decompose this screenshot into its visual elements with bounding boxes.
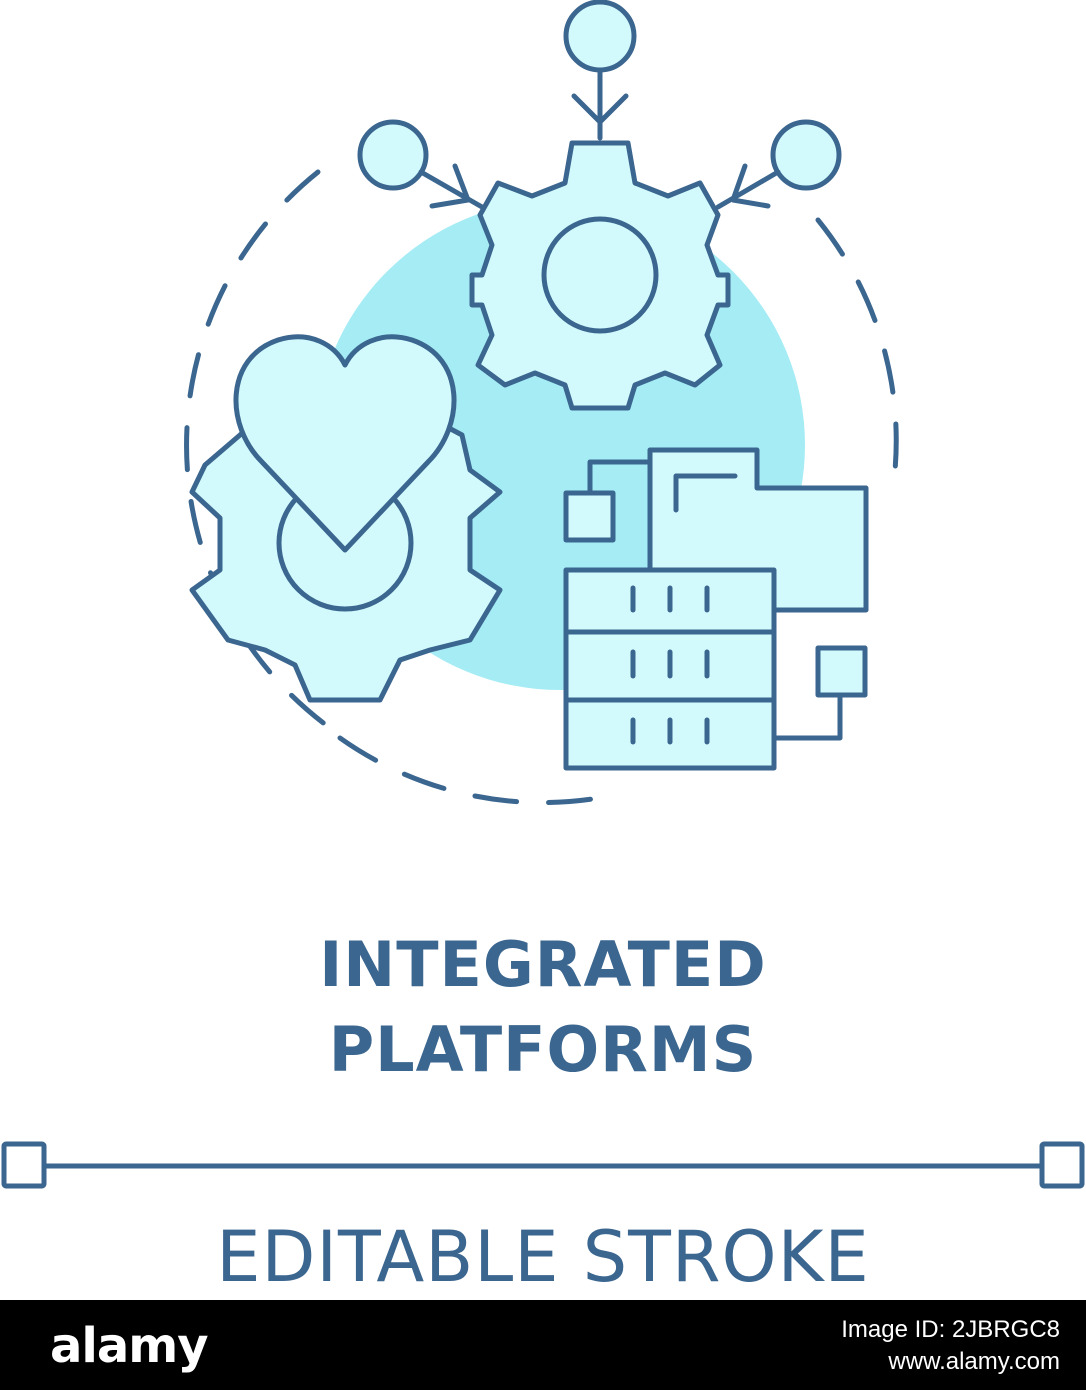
footer-logo: alamy	[50, 1318, 209, 1374]
footer-bar: alamy Image ID: 2JBRGC8 www.alamy.com	[0, 1300, 1086, 1390]
server-icon	[563, 567, 777, 771]
stroke-handle-line	[1, 1141, 1085, 1189]
subtitle: EDITABLE STROKE	[216, 1216, 870, 1298]
footer-url: www.alamy.com	[888, 1348, 1060, 1375]
heart-gear-icon	[189, 334, 503, 703]
node-icon	[357, 0, 842, 210]
gear-icon	[469, 140, 731, 411]
footer-image-id: Image ID: 2JBRGC8	[841, 1316, 1060, 1343]
dashed-orbit-shape	[184, 169, 899, 806]
title-line-1: INTEGRATED	[319, 928, 767, 1001]
title-line-2: PLATFORMS	[328, 1013, 758, 1086]
